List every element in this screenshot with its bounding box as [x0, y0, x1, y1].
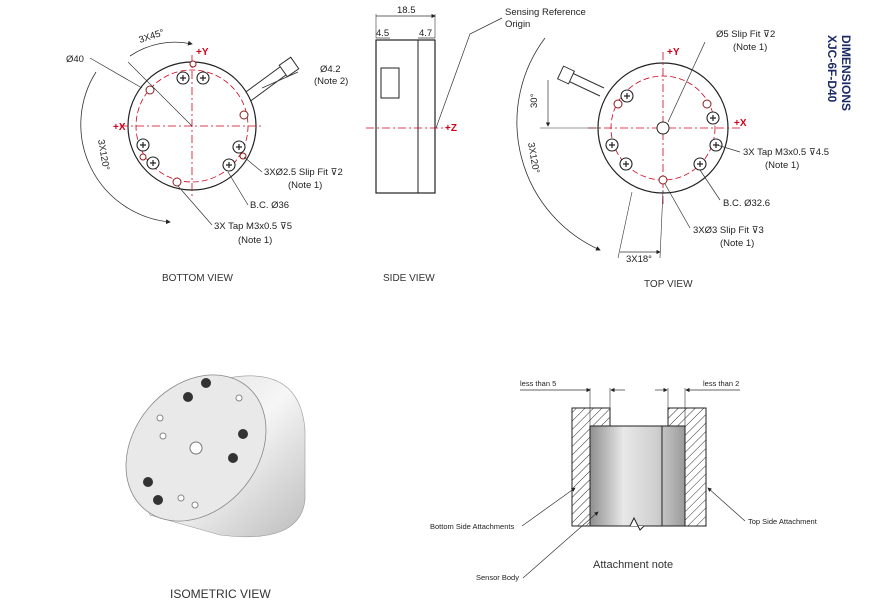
- bottom-slip-note: (Note 1): [288, 180, 322, 191]
- side-view: 18.5 4.5 4.7 +Z Sensing Reference Origin…: [366, 5, 586, 284]
- angle-120-arc: [80, 71, 171, 225]
- bottom-angle-120: 3X120°: [95, 139, 111, 172]
- sensor-body-rect: [589, 425, 686, 527]
- top-pin-holes: [613, 99, 712, 185]
- iso-center-hole: [189, 441, 203, 455]
- angle-45-line: [127, 61, 193, 127]
- top-cable: [565, 71, 605, 97]
- top-angle-120-arc: [516, 37, 601, 251]
- bottom-axis-y: +Y: [196, 47, 209, 58]
- bottom-diameter: Ø40: [66, 54, 84, 65]
- attachment-note: less than 5 less than 2 Bottom Side Atta…: [430, 379, 818, 582]
- pin-holes: [139, 60, 249, 187]
- top-side-label: Top Side Attachment: [748, 517, 818, 526]
- slip5-leader: [667, 41, 706, 123]
- top-angle-18: 3X18°: [626, 254, 652, 265]
- top-slip5-note: (Note 1): [733, 42, 767, 53]
- bottom-view-caption: BOTTOM VIEW: [162, 273, 233, 284]
- top-tap-leader: [716, 144, 741, 153]
- cable-note: (Note 2): [314, 76, 348, 87]
- side-left: 4.5: [376, 28, 389, 39]
- top-center-hole: [656, 121, 670, 135]
- title-dimensions: DIMENSIONS: [839, 35, 853, 111]
- top-tap-note: (Note 1): [765, 160, 799, 171]
- break-mark: [629, 516, 645, 531]
- iso-caption: ISOMETRIC VIEW: [170, 587, 271, 601]
- less-than-2: less than 2: [703, 379, 739, 388]
- isometric-view: ISOMETRIC VIEW: [125, 374, 306, 601]
- bc-leader: [227, 171, 249, 206]
- attachment-caption: Attachment note: [593, 559, 673, 571]
- bottom-tap: 3X Tap M3x0.5 ⊽5: [214, 221, 292, 232]
- diameter-leader: [89, 57, 143, 89]
- top-slip3-leader: [664, 183, 691, 229]
- side-width: 18.5: [397, 5, 416, 16]
- bottom-side-label: Bottom Side Attachments: [430, 522, 514, 531]
- top-cable-end: [556, 65, 576, 85]
- top-bc-leader: [699, 169, 721, 201]
- sensor-body-label: Sensor Body: [476, 573, 519, 582]
- cable-leader: [261, 71, 299, 89]
- sensing-leader: [435, 17, 503, 129]
- top-axis-y: +Y: [667, 47, 680, 58]
- slip-leader: [243, 156, 263, 173]
- top-angle-120: 3X120°: [525, 142, 541, 175]
- bottom-side-leader: [521, 487, 576, 527]
- iso-pins: [156, 394, 243, 509]
- side-cable: [380, 67, 400, 99]
- iso-screws: [143, 378, 248, 505]
- side-axis-z: +Z: [445, 123, 457, 134]
- less-than-5: less than 5: [520, 379, 556, 388]
- sensor-body-leader: [522, 511, 599, 579]
- top-screw-crosses: [609, 93, 719, 167]
- side-view-caption: SIDE VIEW: [383, 273, 435, 284]
- top-view-caption: TOP VIEW: [644, 279, 693, 290]
- bottom-slip-fit: 3XØ2.5 Slip Fit ⊽2: [264, 167, 343, 178]
- cable-end: [278, 56, 300, 78]
- bottom-tap-note: (Note 1): [238, 235, 272, 246]
- sensing-reference: Sensing Reference: [505, 7, 586, 18]
- angle-45-arc: [129, 40, 193, 57]
- top-angle-30: 30°: [529, 93, 540, 108]
- side-right: 4.7: [419, 28, 432, 39]
- bottom-view: +Y +X Ø40 3X45° 3X120° Ø4.2 (Note 2) 3XØ…: [66, 27, 348, 284]
- bottom-bc: B.C. Ø36: [250, 200, 289, 211]
- bottom-axis-x: +X: [113, 122, 126, 133]
- side-body: [375, 39, 436, 194]
- top-bc: B.C. Ø32.6: [723, 198, 770, 209]
- screw-crosses: [140, 75, 242, 168]
- top-tap: 3X Tap M3x0.5 ⊽4.5: [743, 147, 829, 158]
- top-slip-fit3: 3XØ3 Slip Fit ⊽3: [693, 225, 764, 236]
- top-slip3-note: (Note 1): [720, 238, 754, 249]
- top-axis-x: +X: [734, 118, 747, 129]
- title-model: XJC-6F-D40: [825, 35, 839, 103]
- title-block: DIMENSIONS XJC-6F-D40: [825, 35, 853, 111]
- top-slip-fit5: Ø5 Slip Fit ⊽2: [716, 29, 775, 40]
- top-view: +Y +X 30° 3X120° Ø5 Slip Fit ⊽2 (Note 1)…: [516, 29, 829, 290]
- top-side-leader: [707, 487, 746, 522]
- tap-leader: [177, 185, 213, 226]
- cable-diameter: Ø4.2: [320, 64, 341, 75]
- sensing-origin: Origin: [505, 19, 530, 30]
- top-attachment-block: [667, 407, 707, 527]
